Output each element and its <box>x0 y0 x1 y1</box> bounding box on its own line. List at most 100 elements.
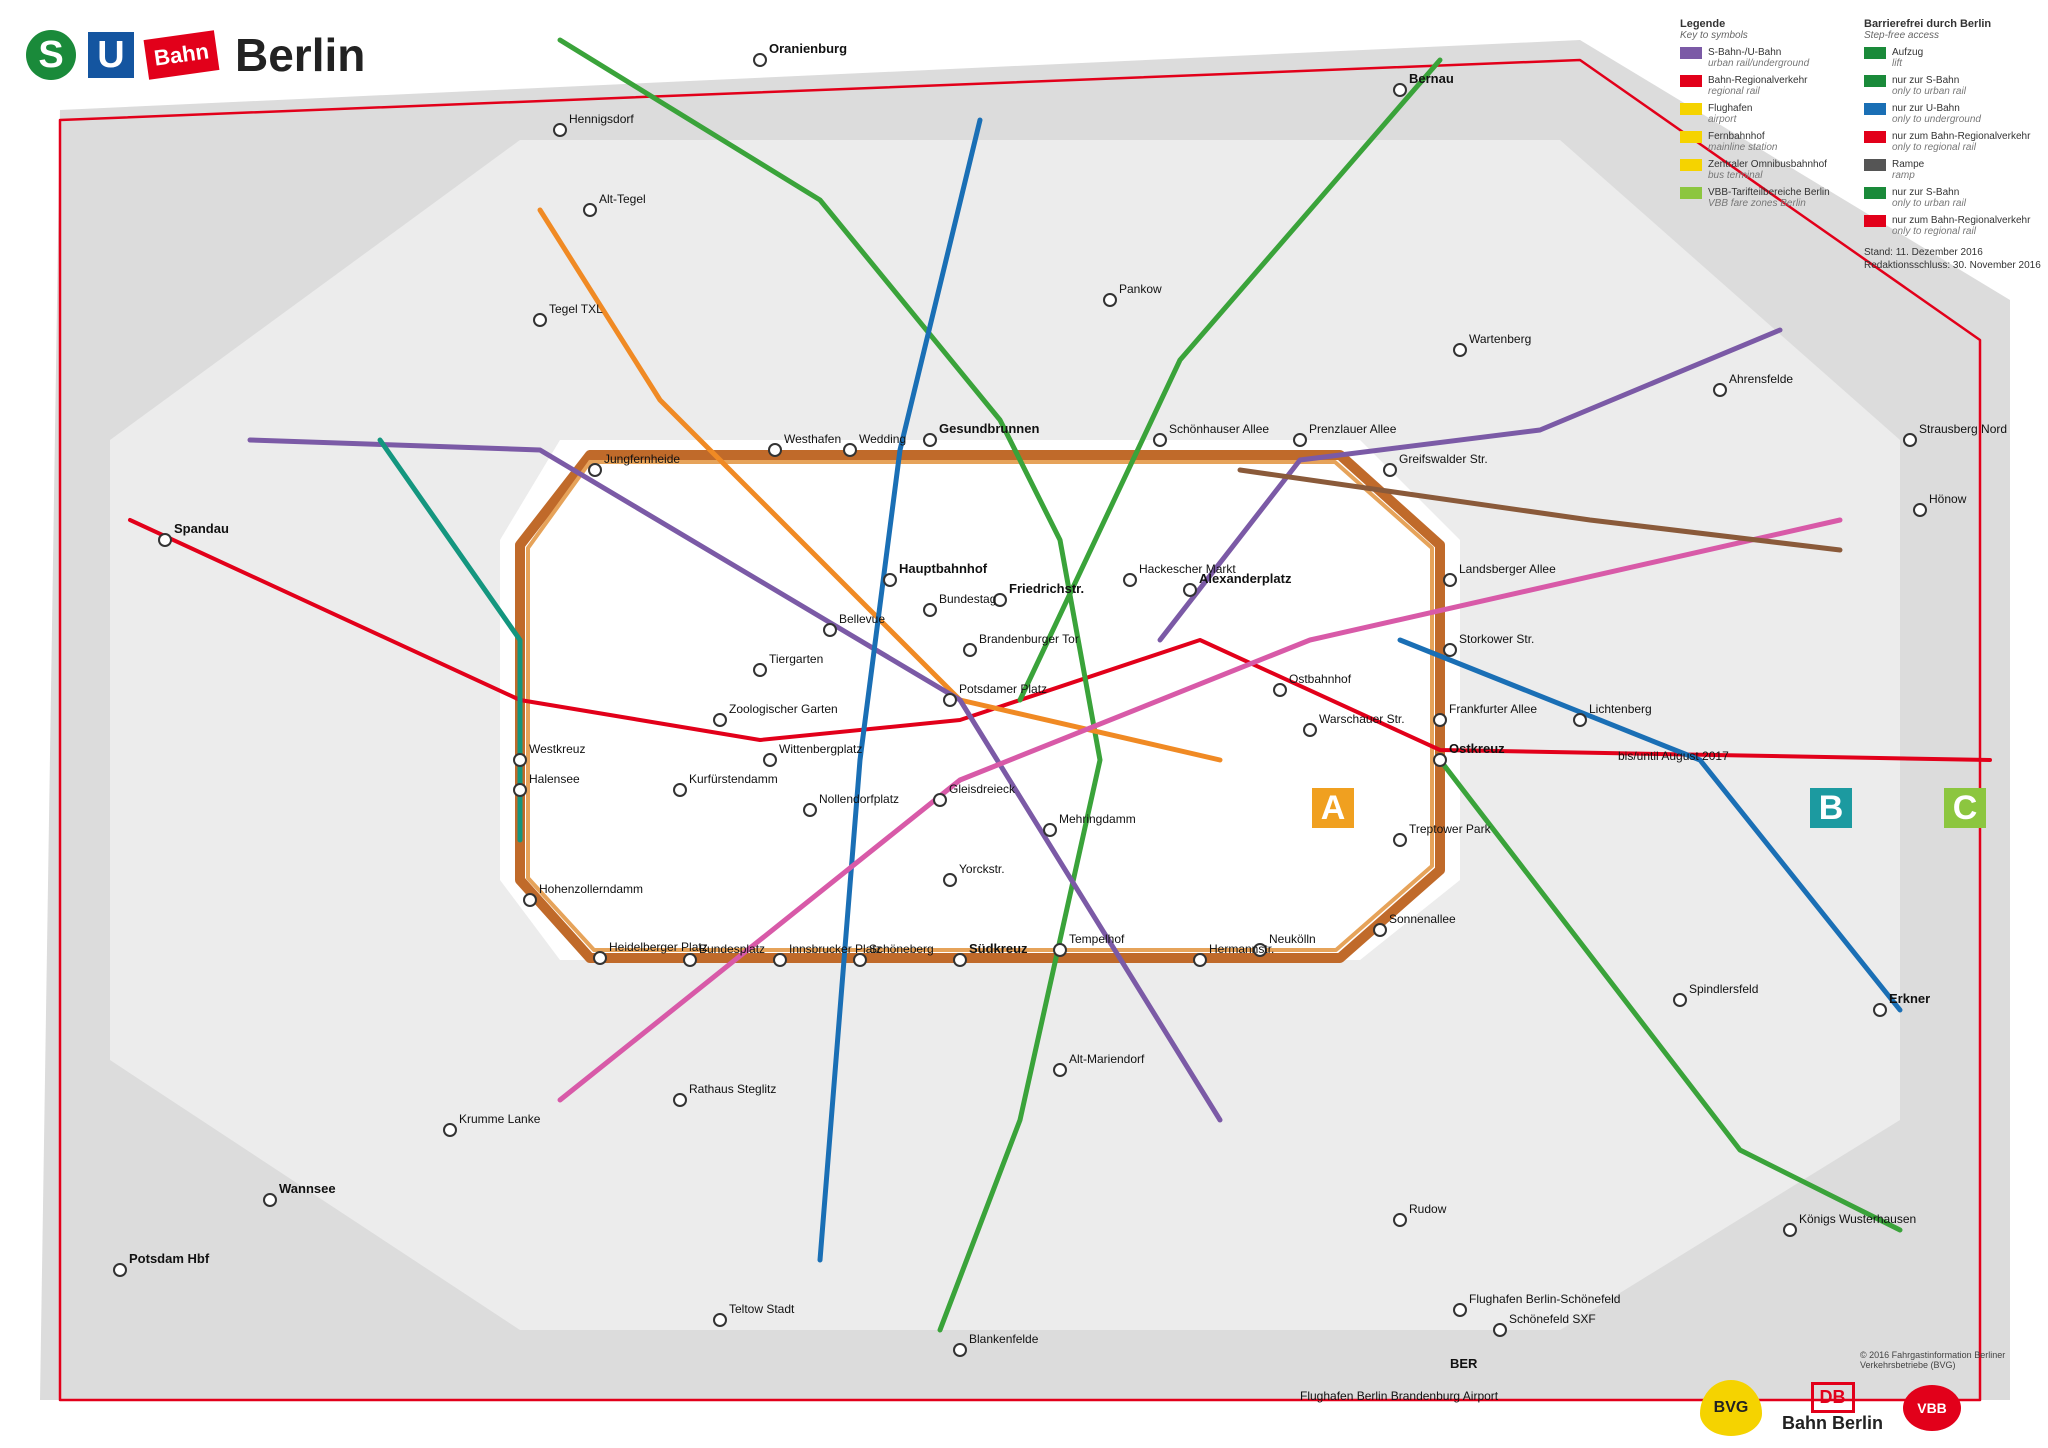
station-marker-icon <box>1573 713 1587 727</box>
access-item-symbol-icon <box>1864 215 1886 227</box>
station-outer[interactable]: Teltow Stadt <box>713 1302 795 1327</box>
station-center[interactable]: Zoologischer Garten <box>713 702 838 727</box>
station-marker-icon <box>1303 723 1317 737</box>
station-ring[interactable]: Bundesplatz <box>683 942 765 967</box>
station-ring[interactable]: Tempelhof <box>1053 932 1125 957</box>
access-item-label: nur zur U-Bahn <box>1892 103 1960 114</box>
station-ring[interactable]: Treptower Park <box>1393 822 1492 847</box>
station-outer[interactable]: Wannsee <box>263 1181 336 1207</box>
station-center[interactable]: Nollendorfplatz <box>803 792 899 817</box>
station-marker-icon <box>1253 943 1267 957</box>
station-center[interactable]: Potsdamer Platz <box>943 682 1047 707</box>
station-outer[interactable]: Alt-Mariendorf <box>1053 1052 1145 1077</box>
station-ring[interactable]: Halensee <box>513 772 580 797</box>
station-outer[interactable]: Pankow <box>1103 282 1162 307</box>
station-outer[interactable]: Rudow <box>1393 1202 1447 1227</box>
station-center[interactable]: Kurfürstendamm <box>673 772 778 797</box>
station-outer[interactable]: Spindlersfeld <box>1673 982 1758 1007</box>
station-ring[interactable]: Hohenzollerndamm <box>523 882 643 907</box>
station-outer[interactable]: Alt-Tegel <box>583 192 646 217</box>
station-center[interactable]: Bellevue <box>823 612 885 637</box>
access-item-label-en: only to regional rail <box>1892 142 1976 153</box>
station-ring[interactable]: Jungfernheide <box>588 452 680 477</box>
station-ring[interactable]: Neukölln <box>1253 932 1316 957</box>
station-outer[interactable]: Blankenfelde <box>953 1332 1039 1357</box>
station-label: Erkner <box>1889 991 1930 1006</box>
station-ring[interactable]: Landsberger Allee <box>1443 562 1556 587</box>
station-marker-icon <box>1393 83 1407 97</box>
station-outer[interactable]: Tegel TXL <box>533 302 603 327</box>
sbahn-northeast-line <box>1017 57 1443 703</box>
station-ring[interactable]: Hermannstr. <box>1193 942 1274 967</box>
station-ring[interactable]: Gesundbrunnen <box>923 421 1039 447</box>
station-outer[interactable]: Königs Wusterhausen <box>1783 1212 1916 1237</box>
station-ring[interactable]: Ostkreuz <box>1433 741 1505 767</box>
station-center[interactable]: Tiergarten <box>753 652 823 677</box>
station-center[interactable]: Bundestag <box>923 592 996 617</box>
legend-access: Barrierefrei durch Berlin Step-free acce… <box>1864 18 2048 243</box>
station-ring[interactable]: Westhafen <box>768 432 841 457</box>
station-center[interactable]: Ostbahnhof <box>1273 672 1352 697</box>
vbb-logo-icon: VBB <box>1903 1385 1962 1431</box>
station-center[interactable]: Warschauer Str. <box>1303 712 1405 737</box>
station-center[interactable]: Brandenburger Tor <box>963 632 1079 657</box>
station-ring[interactable]: Wedding <box>843 432 906 457</box>
station-marker-icon <box>673 1093 687 1107</box>
station-outer[interactable]: Wartenberg <box>1453 332 1531 357</box>
closure-note: bis/until August 2017 <box>1618 749 1729 763</box>
station-outer[interactable]: Hönow <box>1913 492 1967 517</box>
station-ring[interactable]: Schöneberg <box>853 942 934 967</box>
station-center[interactable]: Hackescher Markt <box>1123 562 1236 587</box>
station-label: Krumme Lanke <box>459 1112 541 1126</box>
station-ring[interactable]: Greifswalder Str. <box>1383 452 1488 477</box>
station-ring[interactable]: Innsbrucker Platz <box>773 942 882 967</box>
station-ring[interactable]: Schönhauser Allee <box>1153 422 1269 447</box>
station-outer[interactable]: Oranienburg <box>753 41 847 67</box>
station-ring[interactable]: Heidelberger Platz <box>593 940 708 965</box>
station-center[interactable]: Friedrichstr. <box>993 581 1084 607</box>
access-heading: Barrierefrei durch Berlin <box>1864 18 1992 30</box>
station-label: Tegel TXL <box>549 302 603 316</box>
station-center[interactable]: Mehringdamm <box>1043 812 1136 837</box>
legend-item-label-en: regional rail <box>1708 86 1760 97</box>
station-label: Storkower Str. <box>1459 632 1534 646</box>
station-outer[interactable]: Strausberg Nord <box>1903 422 2007 447</box>
legend-item-symbol-icon <box>1680 47 1702 59</box>
station-outer[interactable]: Lichtenberg <box>1573 702 1652 727</box>
station-marker-icon <box>1393 833 1407 847</box>
access-item-label: nur zum Bahn-Regionalverkehr <box>1892 131 2031 142</box>
station-label: Bernau <box>1409 71 1454 86</box>
station-center[interactable]: Gleisdreieck <box>933 782 1016 807</box>
legend-item-symbol-icon <box>1680 159 1702 171</box>
access-item-symbol-icon <box>1864 47 1886 59</box>
station-outer[interactable]: Hennigsdorf <box>553 112 634 137</box>
station-outer[interactable]: Ahrensfelde <box>1713 372 1793 397</box>
station-center[interactable]: Hauptbahnhof <box>883 561 988 587</box>
station-marker-icon <box>683 953 697 967</box>
station-ring[interactable]: Frankfurter Allee <box>1433 702 1537 727</box>
station-outer[interactable]: Krumme Lanke <box>443 1112 541 1137</box>
station-outer[interactable]: Erkner <box>1873 991 1930 1017</box>
station-center[interactable]: Wittenbergplatz <box>763 742 862 767</box>
station-label: Hermannstr. <box>1209 942 1274 956</box>
station-outer[interactable]: Rathaus Steglitz <box>673 1082 776 1107</box>
station-center[interactable]: Alexanderplatz <box>1183 571 1292 597</box>
station-ring[interactable]: Storkower Str. <box>1443 632 1534 657</box>
station-ring[interactable]: Sonnenallee <box>1373 912 1456 937</box>
station-ring[interactable]: Prenzlauer Allee <box>1293 422 1397 447</box>
station-outer[interactable]: Spandau <box>158 521 229 547</box>
access-heading-en: Step-free access <box>1864 30 1940 41</box>
station-outer[interactable]: Potsdam Hbf <box>113 1251 210 1277</box>
station-outer[interactable]: Schönefeld SXF <box>1493 1312 1596 1337</box>
station-ring[interactable]: Südkreuz <box>953 941 1028 967</box>
station-label: Brandenburger Tor <box>979 632 1079 646</box>
station-outer[interactable]: Flughafen Berlin-Schönefeld <box>1453 1292 1620 1317</box>
station-marker-icon <box>1183 583 1197 597</box>
station-outer[interactable]: Bernau <box>1393 71 1454 97</box>
station-ring[interactable]: Westkreuz <box>513 742 585 767</box>
station-center[interactable]: Yorckstr. <box>943 862 1005 887</box>
